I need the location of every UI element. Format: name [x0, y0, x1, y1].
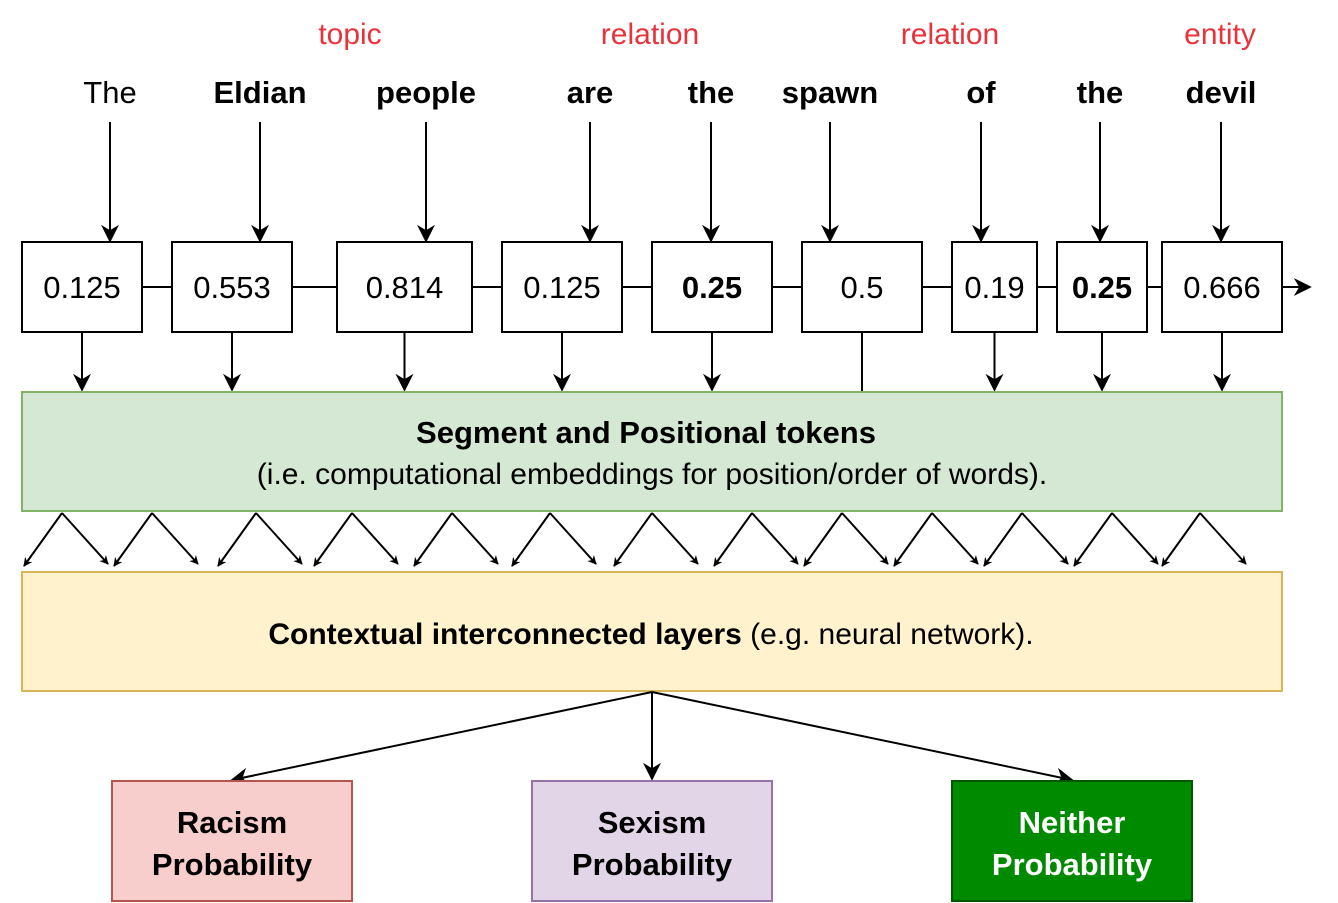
- output-label-2-line1: Neither: [1019, 805, 1126, 840]
- output-label-0-line1: Racism: [177, 805, 287, 840]
- cross-arrow-left-2: [217, 512, 257, 567]
- output-arrow-0: [230, 691, 653, 786]
- tag-label-topic: topic: [318, 18, 381, 51]
- token-box-0: [21, 241, 143, 333]
- cross-arrow-left-5: [511, 512, 551, 567]
- cross-arrow-right-12: [1199, 512, 1247, 565]
- word-3: are: [567, 75, 614, 110]
- tag-labels: topic relation relation entity: [318, 18, 1256, 51]
- token-value-0: 0.125: [43, 270, 121, 305]
- token-box-1: [171, 241, 293, 333]
- contextual-layer: Contextual interconnected layers (e.g. n…: [21, 571, 1283, 692]
- cross-arrow-right-8: [841, 512, 889, 565]
- token-box-7: [1056, 241, 1148, 333]
- token-value-5: 0.5: [840, 270, 883, 305]
- contextual-box: [21, 571, 1283, 692]
- contextual-title: Contextual interconnected layers: [268, 618, 741, 651]
- word-1: Eldian: [213, 75, 306, 110]
- cross-arrow-right-2: [255, 512, 303, 565]
- tag-label-relation: relation: [601, 18, 699, 51]
- cross-arrow-right-3: [351, 512, 399, 565]
- token-box-2: [336, 241, 473, 333]
- cross-arrow-right-1: [151, 512, 199, 565]
- cross-arrow-left-1: [113, 512, 153, 567]
- word-7: the: [1077, 75, 1124, 110]
- word-2: people: [376, 75, 476, 110]
- output-box-0: [111, 780, 353, 902]
- token-value-3: 0.125: [523, 270, 601, 305]
- cross-arrow-left-4: [413, 512, 453, 567]
- segment-subtitle: (i.e. computational embeddings for posit…: [257, 458, 1047, 491]
- tag-label-relation: relation: [901, 18, 999, 51]
- segment-positional-layer: Segment and Positional tokens (i.e. comp…: [21, 391, 1283, 512]
- cross-arrow-right-0: [61, 512, 109, 565]
- contextual-text: Contextual interconnected layers (e.g. n…: [268, 618, 1033, 651]
- output-box-2: [951, 780, 1193, 902]
- output-label-0-line2: Probability: [152, 847, 313, 882]
- token-box-6: [951, 241, 1038, 333]
- cross-arrow-right-6: [651, 512, 699, 565]
- interconnection-arrows: [23, 512, 1247, 567]
- token-value-7: 0.25: [1072, 270, 1132, 305]
- token-value-1: 0.553: [193, 270, 271, 305]
- cross-arrow-right-11: [1111, 512, 1159, 565]
- output-label-2-line2: Probability: [992, 847, 1153, 882]
- input-words: The Eldian people are the spawn of the devil: [83, 75, 1257, 243]
- cross-arrow-left-6: [613, 512, 653, 567]
- cross-arrow-right-9: [931, 512, 979, 565]
- tag-label-entity: entity: [1184, 18, 1256, 51]
- word-8: devil: [1186, 75, 1257, 110]
- output-box-1: [531, 780, 773, 902]
- token-value-2: 0.814: [366, 270, 444, 305]
- word-4: the: [688, 75, 735, 110]
- output-label-1-line2: Probability: [572, 847, 733, 882]
- segment-box: [21, 391, 1283, 512]
- word-0: The: [83, 75, 136, 110]
- cross-arrow-right-4: [451, 512, 499, 565]
- cross-arrow-left-8: [803, 512, 843, 567]
- cross-arrow-left-9: [893, 512, 933, 567]
- cross-arrow-right-5: [549, 512, 597, 565]
- cross-arrow-left-10: [983, 512, 1023, 567]
- cross-arrow-right-7: [751, 512, 799, 565]
- token-box-8: [1161, 241, 1283, 333]
- output-label-1-line1: Sexism: [598, 805, 707, 840]
- cross-arrow-right-10: [1021, 512, 1069, 565]
- token-box-4: [651, 241, 773, 333]
- segment-title: Segment and Positional tokens: [416, 415, 876, 450]
- output-arrow-2: [651, 691, 1074, 786]
- cross-arrow-left-7: [713, 512, 753, 567]
- token-value-8: 0.666: [1183, 270, 1261, 305]
- cross-arrow-left-11: [1073, 512, 1113, 567]
- output-arrows: [230, 691, 1074, 786]
- token-value-6: 0.19: [964, 270, 1024, 305]
- token-value-4: 0.25: [682, 270, 742, 305]
- cross-arrow-left-0: [23, 512, 63, 567]
- word-5: spawn: [782, 75, 878, 110]
- cross-arrow-left-3: [313, 512, 353, 567]
- cross-arrow-left-12: [1161, 512, 1201, 567]
- contextual-subtitle: (e.g. neural network).: [742, 618, 1034, 651]
- token-boxes: 0.125 0.553 0.814 0.125 0.25 0.5 0.19 0.25 0.666: [21, 241, 1283, 411]
- word-6: of: [966, 75, 996, 110]
